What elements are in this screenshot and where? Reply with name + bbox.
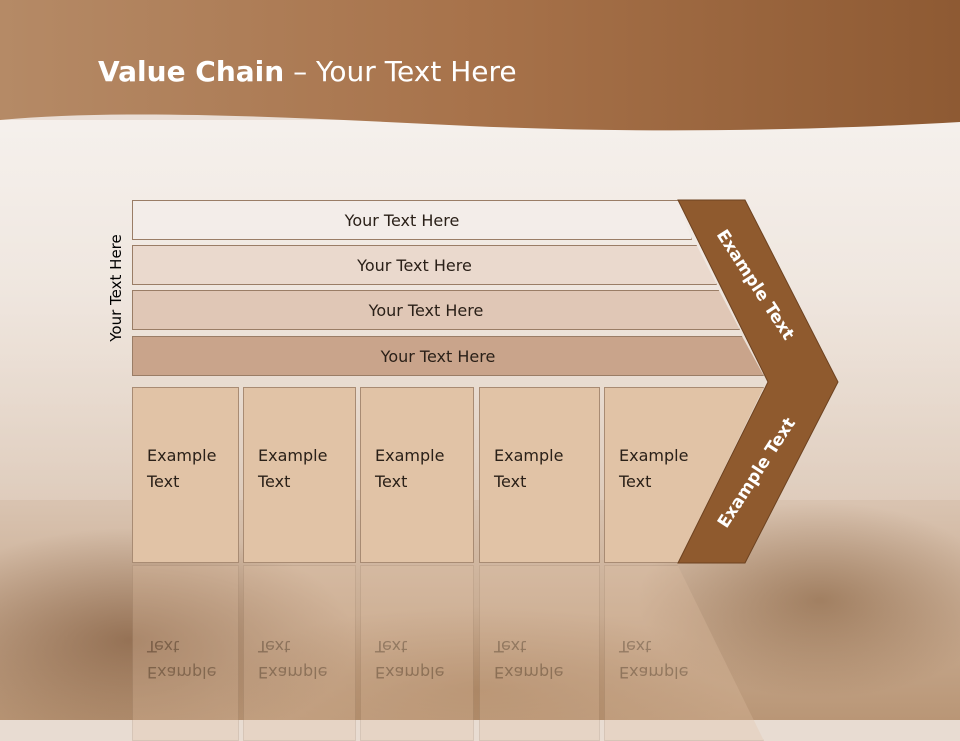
row-2-label: Your Text Here bbox=[357, 255, 472, 275]
column-4-line2: Text bbox=[494, 472, 527, 491]
column-5-line2: Text bbox=[619, 472, 652, 491]
row-3-label: Your Text Here bbox=[368, 300, 484, 320]
column-3-line1: Example bbox=[375, 446, 445, 465]
row-1-label: Your Text Here bbox=[344, 210, 460, 230]
column-2-line1: Example bbox=[258, 446, 328, 465]
column-5-line1: Example bbox=[619, 446, 689, 465]
value-chain-chevron bbox=[677, 199, 839, 564]
column-4-line1: Example bbox=[494, 446, 564, 465]
page-title: Value Chain – Your Text Here bbox=[98, 55, 517, 88]
row-4: Your Text Here bbox=[132, 336, 764, 376]
column-1-line1: Example bbox=[147, 446, 217, 465]
column-3-line2: Text bbox=[375, 472, 408, 491]
column-1-line2: Text bbox=[147, 472, 180, 491]
column-2-line2: Text bbox=[258, 472, 291, 491]
row-2: Your Text Here bbox=[132, 245, 717, 285]
header-band bbox=[0, 0, 960, 131]
row-3: Your Text Here bbox=[132, 290, 740, 330]
title-rest: – Your Text Here bbox=[284, 55, 517, 88]
title-bold: Value Chain bbox=[98, 55, 285, 88]
row-4-label: Your Text Here bbox=[380, 346, 496, 366]
row-1: Your Text Here bbox=[132, 200, 692, 240]
